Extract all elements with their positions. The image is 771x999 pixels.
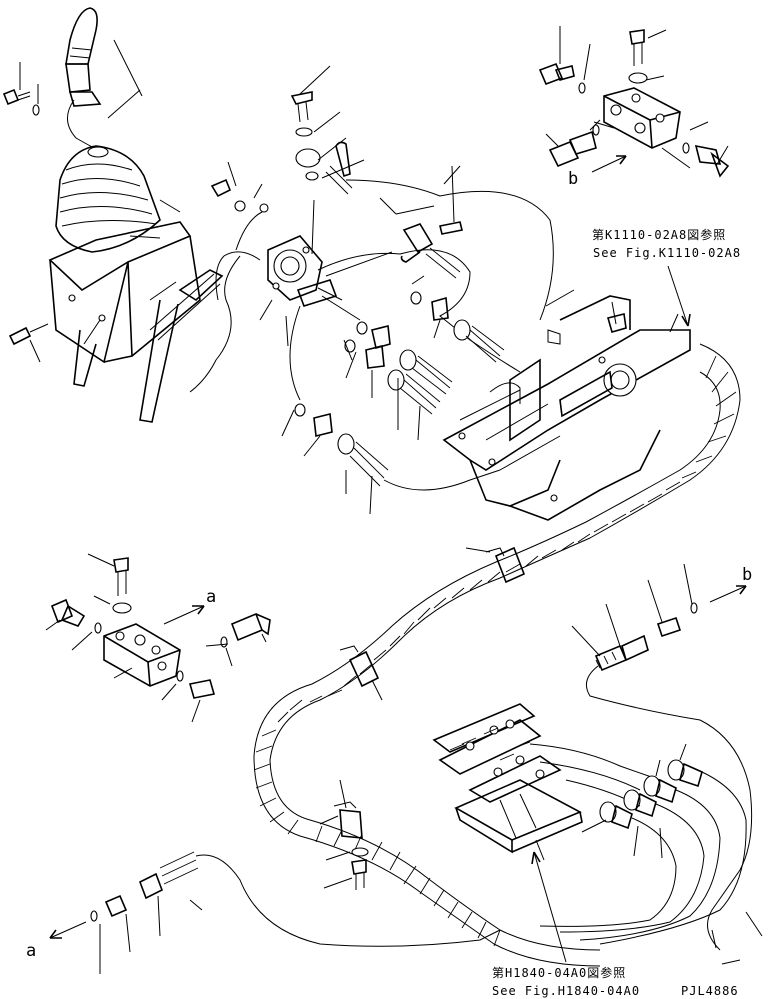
distributor-block-b — [538, 26, 730, 178]
drawing-code: PJL4886 — [681, 984, 739, 998]
arrow-label-a-upper: a — [206, 587, 217, 607]
hose-to-b — [571, 563, 753, 951]
pilot-valve-assembly — [189, 65, 365, 393]
arrow-label-b-right: b — [742, 565, 753, 585]
distributor-block-a — [45, 553, 271, 723]
frame-bracket — [442, 265, 691, 521]
hose-bundle-spiral-wrap — [253, 313, 741, 967]
control-lever-assembly — [2, 7, 224, 423]
ref-label-bottom-en: See Fig.H1840-04A0 — [492, 984, 641, 998]
control-valve-block — [432, 703, 763, 965]
hose-to-a — [49, 851, 501, 974]
bottom-bolt — [323, 847, 369, 890]
ref-label-bottom-jp: 第H1840-04A0図参照 — [492, 966, 627, 980]
ref-label-top-jp: 第K1110-02A8図参照 — [592, 228, 727, 242]
arrow-label-b-upper: b — [568, 169, 579, 189]
ref-label-top-en: See Fig.K1110-02A8 — [593, 246, 742, 260]
pilot-hoses — [281, 141, 554, 515]
arrow-label-a-lower: a — [26, 941, 37, 961]
